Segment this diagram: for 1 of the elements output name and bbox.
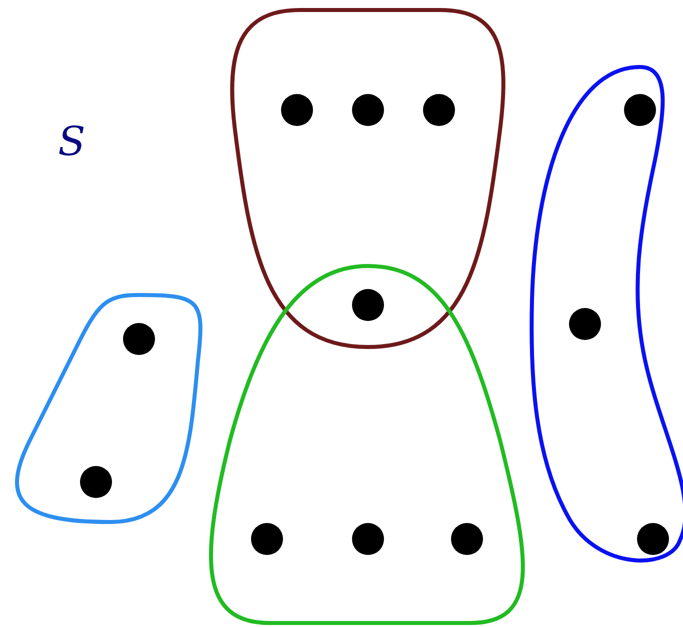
set-label: S — [58, 122, 86, 162]
